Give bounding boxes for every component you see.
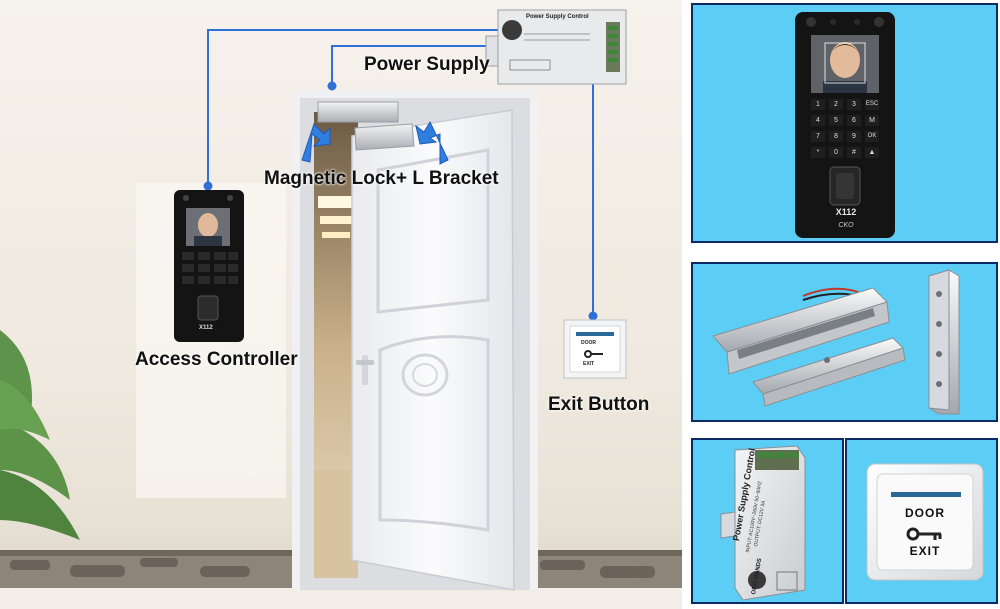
panel-exit-button: DOOR EXIT	[845, 438, 998, 604]
panel-power-supply: Power Supply Control INPUT: AC100V~260V …	[691, 438, 844, 604]
device-brand: CKO	[838, 222, 854, 229]
exit-button-label: Exit Button	[548, 394, 650, 415]
exit-button-device	[563, 319, 627, 379]
key-hash: #	[852, 149, 856, 156]
key-3: 3	[852, 101, 856, 108]
keypad: 1 2 3 ESC 4 5 6 M 7 8 9 OK * 0 # ▲	[811, 99, 881, 158]
power-supply-label: Power Supply	[364, 54, 490, 75]
scene-exit-line1: DOOR	[581, 340, 596, 346]
installation-scene: Power Supply Magnetic Lock+ L Bracket Ac…	[0, 0, 682, 609]
key-6: 6	[852, 117, 856, 124]
scene-illustration	[0, 9, 682, 609]
scene-device-model: X112	[199, 325, 213, 331]
exit-plate-line2: EXIT	[909, 544, 941, 558]
plant-decoration	[0, 330, 80, 540]
power-supply-unit	[485, 9, 627, 85]
panel-magnetic-lock	[691, 262, 998, 422]
magnetic-lock	[317, 101, 415, 151]
key-0: 0	[834, 149, 838, 156]
key-m: M	[869, 117, 875, 124]
scene-exit-line2: EXIT	[583, 361, 595, 367]
key-ok: OK	[867, 133, 877, 139]
key-bell: ▲	[868, 149, 876, 156]
key-star: *	[816, 149, 820, 156]
key-4: 4	[816, 117, 820, 124]
controller-closeup	[795, 12, 895, 238]
access-controller-device	[174, 190, 244, 342]
key-2: 2	[834, 101, 838, 108]
door-leaf	[351, 109, 515, 591]
magnetic-lock-label: Magnetic Lock+ L Bracket	[264, 168, 499, 189]
panel-access-controller: 1 2 3 ESC 4 5 6 M 7 8 9 OK * 0 # ▲ X112 …	[691, 3, 998, 243]
access-controller-label: Access Controller	[135, 349, 298, 370]
key-7: 7	[816, 133, 820, 140]
key-5: 5	[834, 117, 838, 124]
exit-button-closeup	[866, 463, 984, 581]
lock-arrows	[301, 120, 449, 165]
magnetic-lock-closeup	[712, 269, 960, 415]
key-1: 1	[816, 101, 820, 108]
key-9: 9	[852, 133, 856, 140]
scene-ps-title: Power Supply Control	[526, 14, 589, 20]
wiring	[203, 29, 598, 321]
exit-plate-line1: DOOR	[905, 506, 945, 520]
key-esc: ESC	[865, 101, 879, 107]
device-model: X112	[835, 207, 857, 217]
power-supply-closeup	[720, 445, 806, 601]
key-8: 8	[834, 133, 838, 140]
